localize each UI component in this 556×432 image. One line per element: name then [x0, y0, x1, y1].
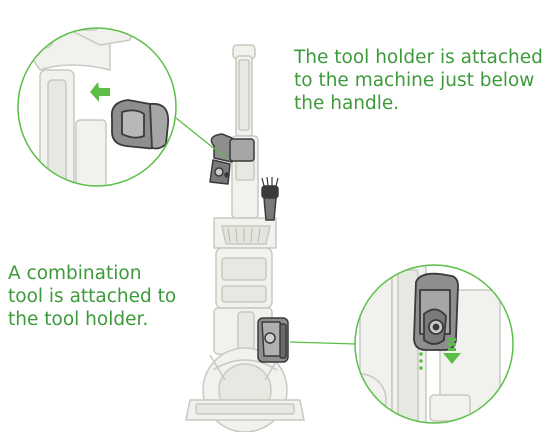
caption-line: the handle.: [294, 92, 554, 115]
combination-tool: [258, 318, 288, 362]
caption-line: tool is attached to: [8, 285, 188, 308]
brush-tool: [262, 177, 278, 220]
caption-tool-holder: The tool holder is attached to the machi…: [294, 46, 554, 115]
caption-line: A combination: [8, 262, 188, 285]
caption-line: The tool holder is attached: [294, 46, 554, 69]
caption-combination-tool: A combination tool is attached to the to…: [8, 262, 188, 331]
zoom-circle-top: [18, 12, 176, 210]
caption-line: to the machine just below: [294, 69, 554, 92]
zoom-circle-bottom: [334, 260, 513, 432]
caption-line: the tool holder.: [8, 308, 188, 331]
vacuum-cleaner: [186, 45, 304, 432]
